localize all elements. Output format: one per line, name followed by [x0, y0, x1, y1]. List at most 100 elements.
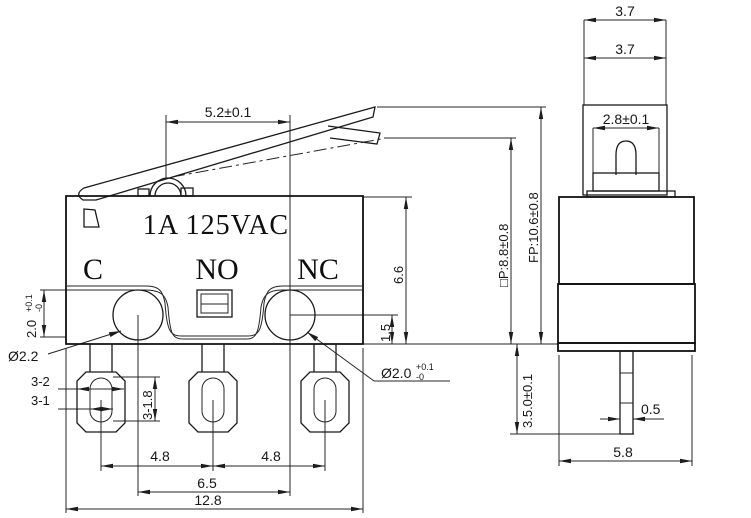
svg-text:+0.1: +0.1	[416, 362, 434, 372]
side-dimension-lines	[558, 19, 693, 466]
dimension-arrowhead	[152, 377, 158, 389]
dimension-arrowhead	[538, 332, 544, 344]
terminal-label-c: C	[83, 253, 103, 286]
dim-slot-height: 3-1.8	[140, 390, 155, 420]
dimension-arrowhead	[278, 119, 290, 125]
dim-slot-outer: 3-2	[31, 374, 50, 389]
dimension-arrowhead	[166, 119, 178, 125]
pivot-stop-left	[137, 188, 150, 197]
dimension-arrowhead	[403, 332, 409, 344]
dimension-arrowhead	[278, 489, 290, 495]
dim-body-depth: 5.8	[613, 444, 633, 460]
dim-free-position: FP:10.6±0.8	[526, 192, 541, 263]
plunger-dome	[615, 140, 637, 175]
body-step-line-inner	[66, 289, 363, 340]
dimension-arrowhead	[680, 458, 692, 464]
terminal-label-nc: NC	[297, 253, 339, 286]
lever-arm	[78, 106, 376, 201]
dim-pitch-right: 4.8	[261, 448, 281, 464]
dimension-arrowhead	[514, 344, 520, 356]
dim-step-height: 2.0 +0.1 -0	[24, 294, 44, 338]
dimension-arrowhead	[584, 55, 596, 61]
dimension-arrowhead	[112, 386, 124, 392]
dimension-arrowhead	[514, 422, 520, 434]
plunger-guide	[592, 172, 660, 192]
dimension-arrowheads	[41, 17, 692, 512]
dimension-arrowhead	[90, 406, 102, 412]
dimension-arrowhead	[389, 332, 395, 344]
body-step-line-outer	[66, 285, 363, 337]
dim-lever-width: 5.2±0.1	[205, 104, 252, 120]
dimension-arrowhead	[538, 107, 544, 119]
dim-terminal-thickness: 0.5	[641, 401, 661, 417]
terminal-c	[76, 344, 126, 433]
side-body-base	[557, 342, 696, 352]
dim-plunger-width: 2.8±0.1	[603, 111, 650, 127]
svg-text:Ø2.0: Ø2.0	[381, 365, 412, 381]
dimension-arrowhead	[313, 463, 325, 469]
dimension-arrowhead	[508, 138, 514, 150]
dimension-arrowhead	[41, 290, 47, 302]
dimension-arrowhead	[101, 463, 113, 469]
side-view: 3.7 3.7 2.8±0.1 0.5 5.8	[557, 3, 696, 466]
contact-window-outer	[196, 289, 233, 318]
side-body-lower	[557, 283, 696, 344]
rating-label: 1A 125VAC	[143, 210, 289, 241]
dimension-arrowhead	[138, 489, 150, 495]
lever-operated-tip	[327, 125, 381, 145]
leader-arrow-dia20	[307, 332, 319, 342]
front-view: 1A 125VAC C NO NC 5.2±0.1 2.0 +0.1 -0 Ø2…	[8, 104, 634, 513]
dimension-arrowhead	[66, 506, 78, 512]
svg-text:-0: -0	[34, 304, 44, 312]
dim-body-height: 6.6	[391, 266, 406, 284]
switch-body-outline	[65, 195, 364, 345]
dimension-arrowhead	[101, 406, 113, 412]
dim-slot-inner: 3-1	[31, 393, 50, 408]
svg-text:2.0: 2.0	[24, 320, 39, 338]
terminal-nc	[300, 344, 350, 433]
dimension-arrowhead	[213, 463, 225, 469]
dimension-arrowhead	[654, 55, 666, 61]
button-left	[112, 289, 164, 341]
dim-button-pitch: 6.5	[197, 475, 217, 491]
dimension-arrowhead	[201, 463, 213, 469]
dim-lever-span: 3.7	[615, 3, 635, 19]
leader-arrow-dia22	[108, 331, 121, 337]
dimension-arrowhead	[41, 325, 47, 337]
dimension-arrowhead	[559, 458, 571, 464]
lever-operated-centerline	[171, 138, 382, 178]
dimension-arrowhead	[633, 416, 645, 422]
dim-operating-position: □P:8.8±0.8	[496, 224, 511, 287]
dimension-arrowhead	[584, 17, 596, 23]
dimension-arrowhead	[389, 315, 395, 327]
side-terminal	[619, 350, 634, 435]
side-body-upper	[558, 196, 695, 285]
dim-body-width: 12.8	[194, 492, 221, 508]
dimension-arrowhead	[647, 125, 659, 131]
dimension-arrowhead	[152, 409, 158, 421]
dim-cap-width: 3.7	[615, 41, 635, 57]
terminal-label-no: NO	[195, 253, 238, 286]
terminal-no	[188, 344, 238, 433]
dim-pitch-left: 4.8	[150, 448, 170, 464]
logo-mark	[83, 208, 100, 228]
dimension-arrowhead	[654, 17, 666, 23]
pivot-stop-right	[180, 187, 194, 197]
dimension-arrowhead	[403, 197, 409, 209]
dim-terminal-length: 3.5.0±0.1	[520, 374, 535, 428]
button-right	[264, 289, 316, 341]
pivot-dome-inner	[154, 182, 182, 197]
dimension-arrowhead	[593, 125, 605, 131]
dim-button-dia: Ø2.2	[8, 348, 39, 364]
dimension-arrowhead	[351, 506, 363, 512]
cap-box	[582, 104, 668, 196]
svg-text:-0: -0	[416, 372, 424, 382]
dimension-arrowhead	[608, 416, 620, 422]
dimension-arrowhead	[508, 332, 514, 344]
dimension-arrowhead	[77, 386, 89, 392]
svg-text:+0.1: +0.1	[24, 294, 34, 312]
front-dimension-lines	[40, 106, 634, 513]
dim-button-dia2: Ø2.0 +0.1 -0	[381, 362, 434, 382]
